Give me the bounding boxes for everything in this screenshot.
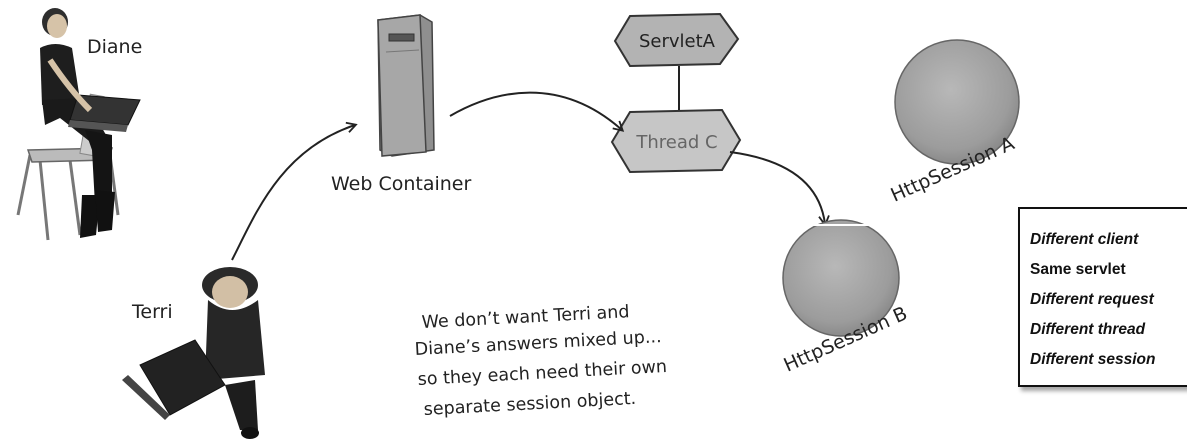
- legend-item-client: Different client: [1030, 231, 1139, 248]
- diane-figure: [16, 8, 141, 241]
- servlet-a-node: ServletA: [613, 12, 740, 68]
- legend-item-request: Different request: [1030, 291, 1154, 308]
- session-b-sphere: [782, 219, 900, 337]
- note-line: Diane’s answers mixed up...: [414, 327, 662, 360]
- note-line: We don’t want Terri and: [421, 302, 630, 333]
- session-a-sphere: [894, 39, 1020, 165]
- terri-figure: [122, 267, 265, 439]
- servlet-a-label: ServletA: [639, 31, 716, 52]
- legend-item-thread: Different thread: [1030, 321, 1146, 338]
- legend-box: Different client Same servlet Different …: [1018, 207, 1187, 387]
- arrow-thread-to-session-b: [729, 151, 830, 227]
- handwritten-note: We don’t want Terri and Diane’s answers …: [414, 302, 667, 420]
- web-container-server-icon: [377, 14, 435, 157]
- legend-item-servlet: Same servlet: [1030, 261, 1126, 278]
- web-container-label: Web Container: [331, 173, 471, 195]
- legend-item-session: Different session: [1030, 351, 1156, 368]
- note-line: separate session object.: [423, 389, 636, 420]
- thread-c-node: Thread C: [610, 108, 742, 174]
- diane-label: Diane: [87, 36, 142, 58]
- arrow-terri-to-container: [231, 121, 358, 261]
- note-line: so they each need their own: [417, 357, 667, 390]
- arrow-container-to-thread: [449, 91, 625, 132]
- terri-label: Terri: [131, 301, 173, 323]
- thread-c-label: Thread C: [635, 132, 717, 153]
